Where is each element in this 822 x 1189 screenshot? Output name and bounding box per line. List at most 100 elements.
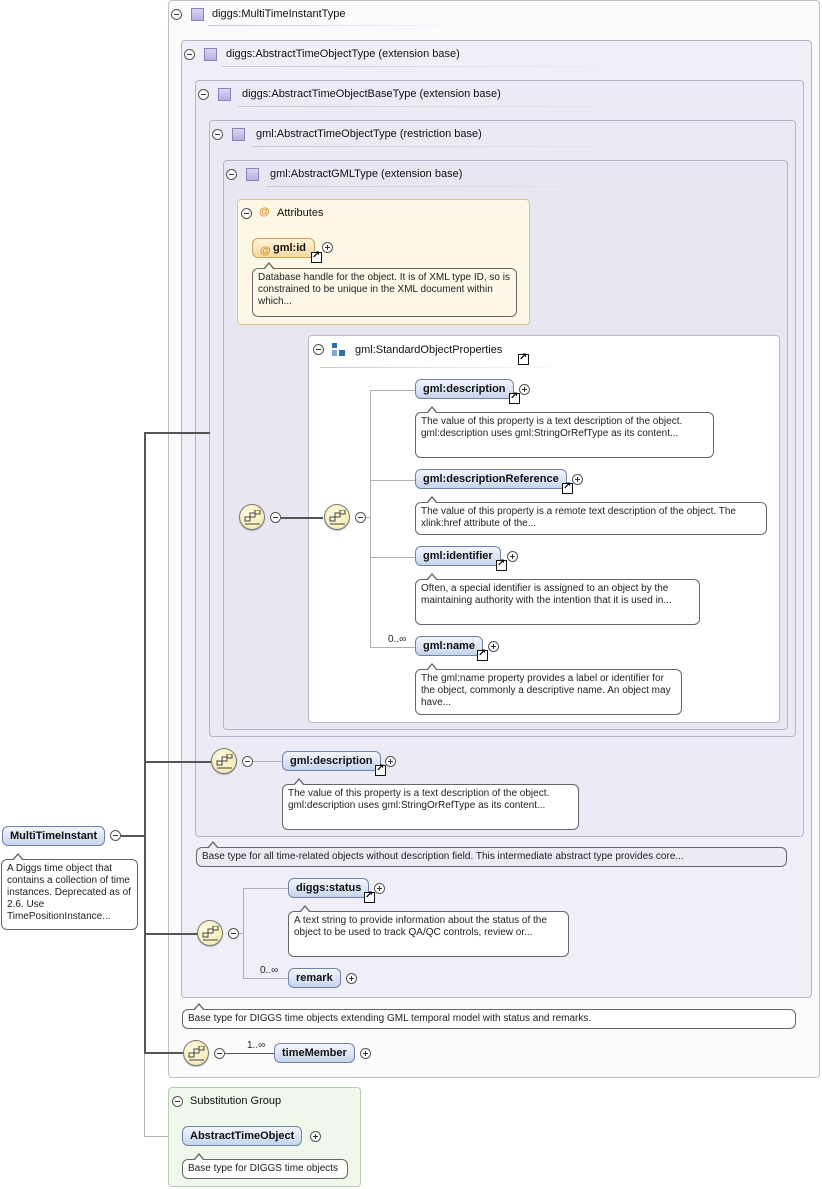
- collapse-toggle[interactable]: [228, 928, 239, 939]
- expand-toggle[interactable]: [374, 883, 385, 894]
- multiplicity-label: 0..∞: [388, 634, 407, 645]
- title-separator: [320, 367, 570, 368]
- title-separator: [252, 146, 652, 147]
- collapse-toggle[interactable]: [212, 129, 223, 140]
- connector: [144, 432, 146, 1054]
- element-gml-description[interactable]: gml:description: [282, 751, 381, 771]
- expand-toggle[interactable]: [572, 474, 583, 485]
- element-doc: Often, a special identifier is assigned …: [415, 573, 700, 625]
- root-element-multi-time-instant[interactable]: MultiTimeInstant: [2, 826, 106, 846]
- element-gml-identifier[interactable]: gml:identifier: [415, 546, 501, 566]
- collapse-toggle[interactable]: [171, 9, 182, 20]
- expand-toggle[interactable]: [385, 756, 396, 767]
- tree-line: [243, 978, 289, 979]
- collapse-toggle[interactable]: [226, 169, 237, 180]
- multiplicity-label: 0..∞: [260, 965, 279, 976]
- tree-line: [370, 647, 416, 648]
- expand-toggle[interactable]: [310, 1131, 321, 1142]
- group-title: gml:StandardObjectProperties: [355, 344, 503, 356]
- element-gml-name[interactable]: gml:name: [415, 636, 483, 656]
- connector: [225, 1053, 275, 1054]
- link-arrow-icon[interactable]: [477, 648, 488, 661]
- attribute-doc: Database handle for the object. It is of…: [252, 262, 517, 317]
- link-arrow-icon[interactable]: [496, 558, 507, 571]
- group-ref-icon: [332, 343, 345, 356]
- substitution-group-title: Substitution Group: [190, 1095, 282, 1107]
- link-arrow-icon[interactable]: [311, 250, 322, 263]
- link-arrow-icon[interactable]: [562, 481, 573, 494]
- tree-line: [239, 933, 244, 934]
- link-arrow-icon[interactable]: [509, 391, 520, 404]
- connector: [144, 1052, 184, 1054]
- sequence-compositor-icon[interactable]: [324, 504, 350, 530]
- tree-line: [370, 480, 416, 481]
- element-gml-description-reference[interactable]: gml:descriptionReference: [415, 469, 567, 489]
- title-separator: [222, 66, 642, 67]
- collapse-toggle[interactable]: [241, 208, 252, 219]
- expand-toggle[interactable]: [346, 973, 357, 984]
- tree-line: [370, 557, 416, 558]
- tree-line: [366, 517, 371, 518]
- substitution-doc: Base type for DIGGS time objects: [182, 1153, 348, 1179]
- attribute-at-icon: @: [260, 245, 271, 257]
- tree-line: [144, 1136, 182, 1137]
- collapse-toggle[interactable]: [184, 49, 195, 60]
- type-doc: Base type for all time-related objects w…: [196, 841, 787, 867]
- element-doc: The gml:name property provides a label o…: [415, 663, 682, 715]
- attribute-gml-id[interactable]: @ gml:id: [252, 238, 315, 258]
- type-title: diggs:AbstractTimeObjectBaseType (extens…: [242, 88, 501, 100]
- type-doc: Base type for DIGGS time objects extendi…: [182, 1003, 796, 1029]
- connector: [144, 761, 212, 763]
- collapse-toggle[interactable]: [110, 830, 121, 841]
- sequence-compositor-icon[interactable]: [239, 504, 265, 530]
- title-separator: [208, 25, 468, 26]
- link-arrow-icon[interactable]: [518, 352, 529, 365]
- tree-line: [370, 391, 371, 647]
- sequence-compositor-icon[interactable]: [183, 1040, 209, 1066]
- expand-toggle[interactable]: [519, 384, 530, 395]
- complex-type-icon: [218, 88, 231, 101]
- sequence-compositor-icon[interactable]: [211, 748, 237, 774]
- collapse-toggle[interactable]: [214, 1048, 225, 1059]
- element-remark[interactable]: remark: [288, 968, 341, 988]
- type-title: diggs:MultiTimeInstantType: [212, 8, 346, 20]
- root-doc: A Diggs time object that contains a coll…: [1, 853, 138, 930]
- complex-type-icon: [246, 168, 259, 181]
- element-time-member[interactable]: timeMember: [274, 1043, 355, 1063]
- tree-line: [243, 888, 289, 889]
- element-doc: A text string to provide information abo…: [288, 905, 569, 957]
- element-gml-description[interactable]: gml:description: [415, 379, 514, 399]
- type-title: diggs:AbstractTimeObjectType (extension …: [226, 48, 460, 60]
- expand-toggle[interactable]: [322, 242, 333, 253]
- tree-line: [370, 390, 416, 391]
- expand-toggle[interactable]: [507, 551, 518, 562]
- collapse-toggle[interactable]: [355, 512, 366, 523]
- tree-line: [144, 1054, 145, 1136]
- connector: [121, 835, 145, 837]
- complex-type-icon: [191, 8, 204, 21]
- collapse-toggle[interactable]: [172, 1096, 183, 1107]
- title-separator: [238, 106, 658, 107]
- connector: [144, 432, 210, 434]
- complex-type-icon: [204, 48, 217, 61]
- expand-toggle[interactable]: [488, 641, 499, 652]
- expand-toggle[interactable]: [360, 1048, 371, 1059]
- connector: [144, 933, 198, 935]
- collapse-toggle[interactable]: [242, 756, 253, 767]
- sequence-compositor-icon[interactable]: [197, 920, 223, 946]
- collapse-toggle[interactable]: [313, 344, 324, 355]
- collapse-toggle[interactable]: [198, 89, 209, 100]
- attribute-name: gml:id: [273, 242, 306, 254]
- type-title: gml:AbstractGMLType (extension base): [270, 168, 463, 180]
- attribute-at-icon: @: [259, 206, 270, 218]
- collapse-toggle[interactable]: [270, 512, 281, 523]
- link-arrow-icon[interactable]: [375, 763, 386, 776]
- tree-line: [253, 761, 283, 762]
- element-diggs-status[interactable]: diggs:status: [288, 878, 370, 898]
- link-arrow-icon[interactable]: [364, 890, 375, 903]
- multiplicity-label: 1..∞: [247, 1040, 266, 1051]
- connector: [281, 517, 323, 519]
- element-abstract-time-object[interactable]: AbstractTimeObject: [182, 1126, 303, 1146]
- type-title: gml:AbstractTimeObjectType (restriction …: [256, 128, 482, 140]
- element-doc: The value of this property is a remote t…: [415, 496, 767, 535]
